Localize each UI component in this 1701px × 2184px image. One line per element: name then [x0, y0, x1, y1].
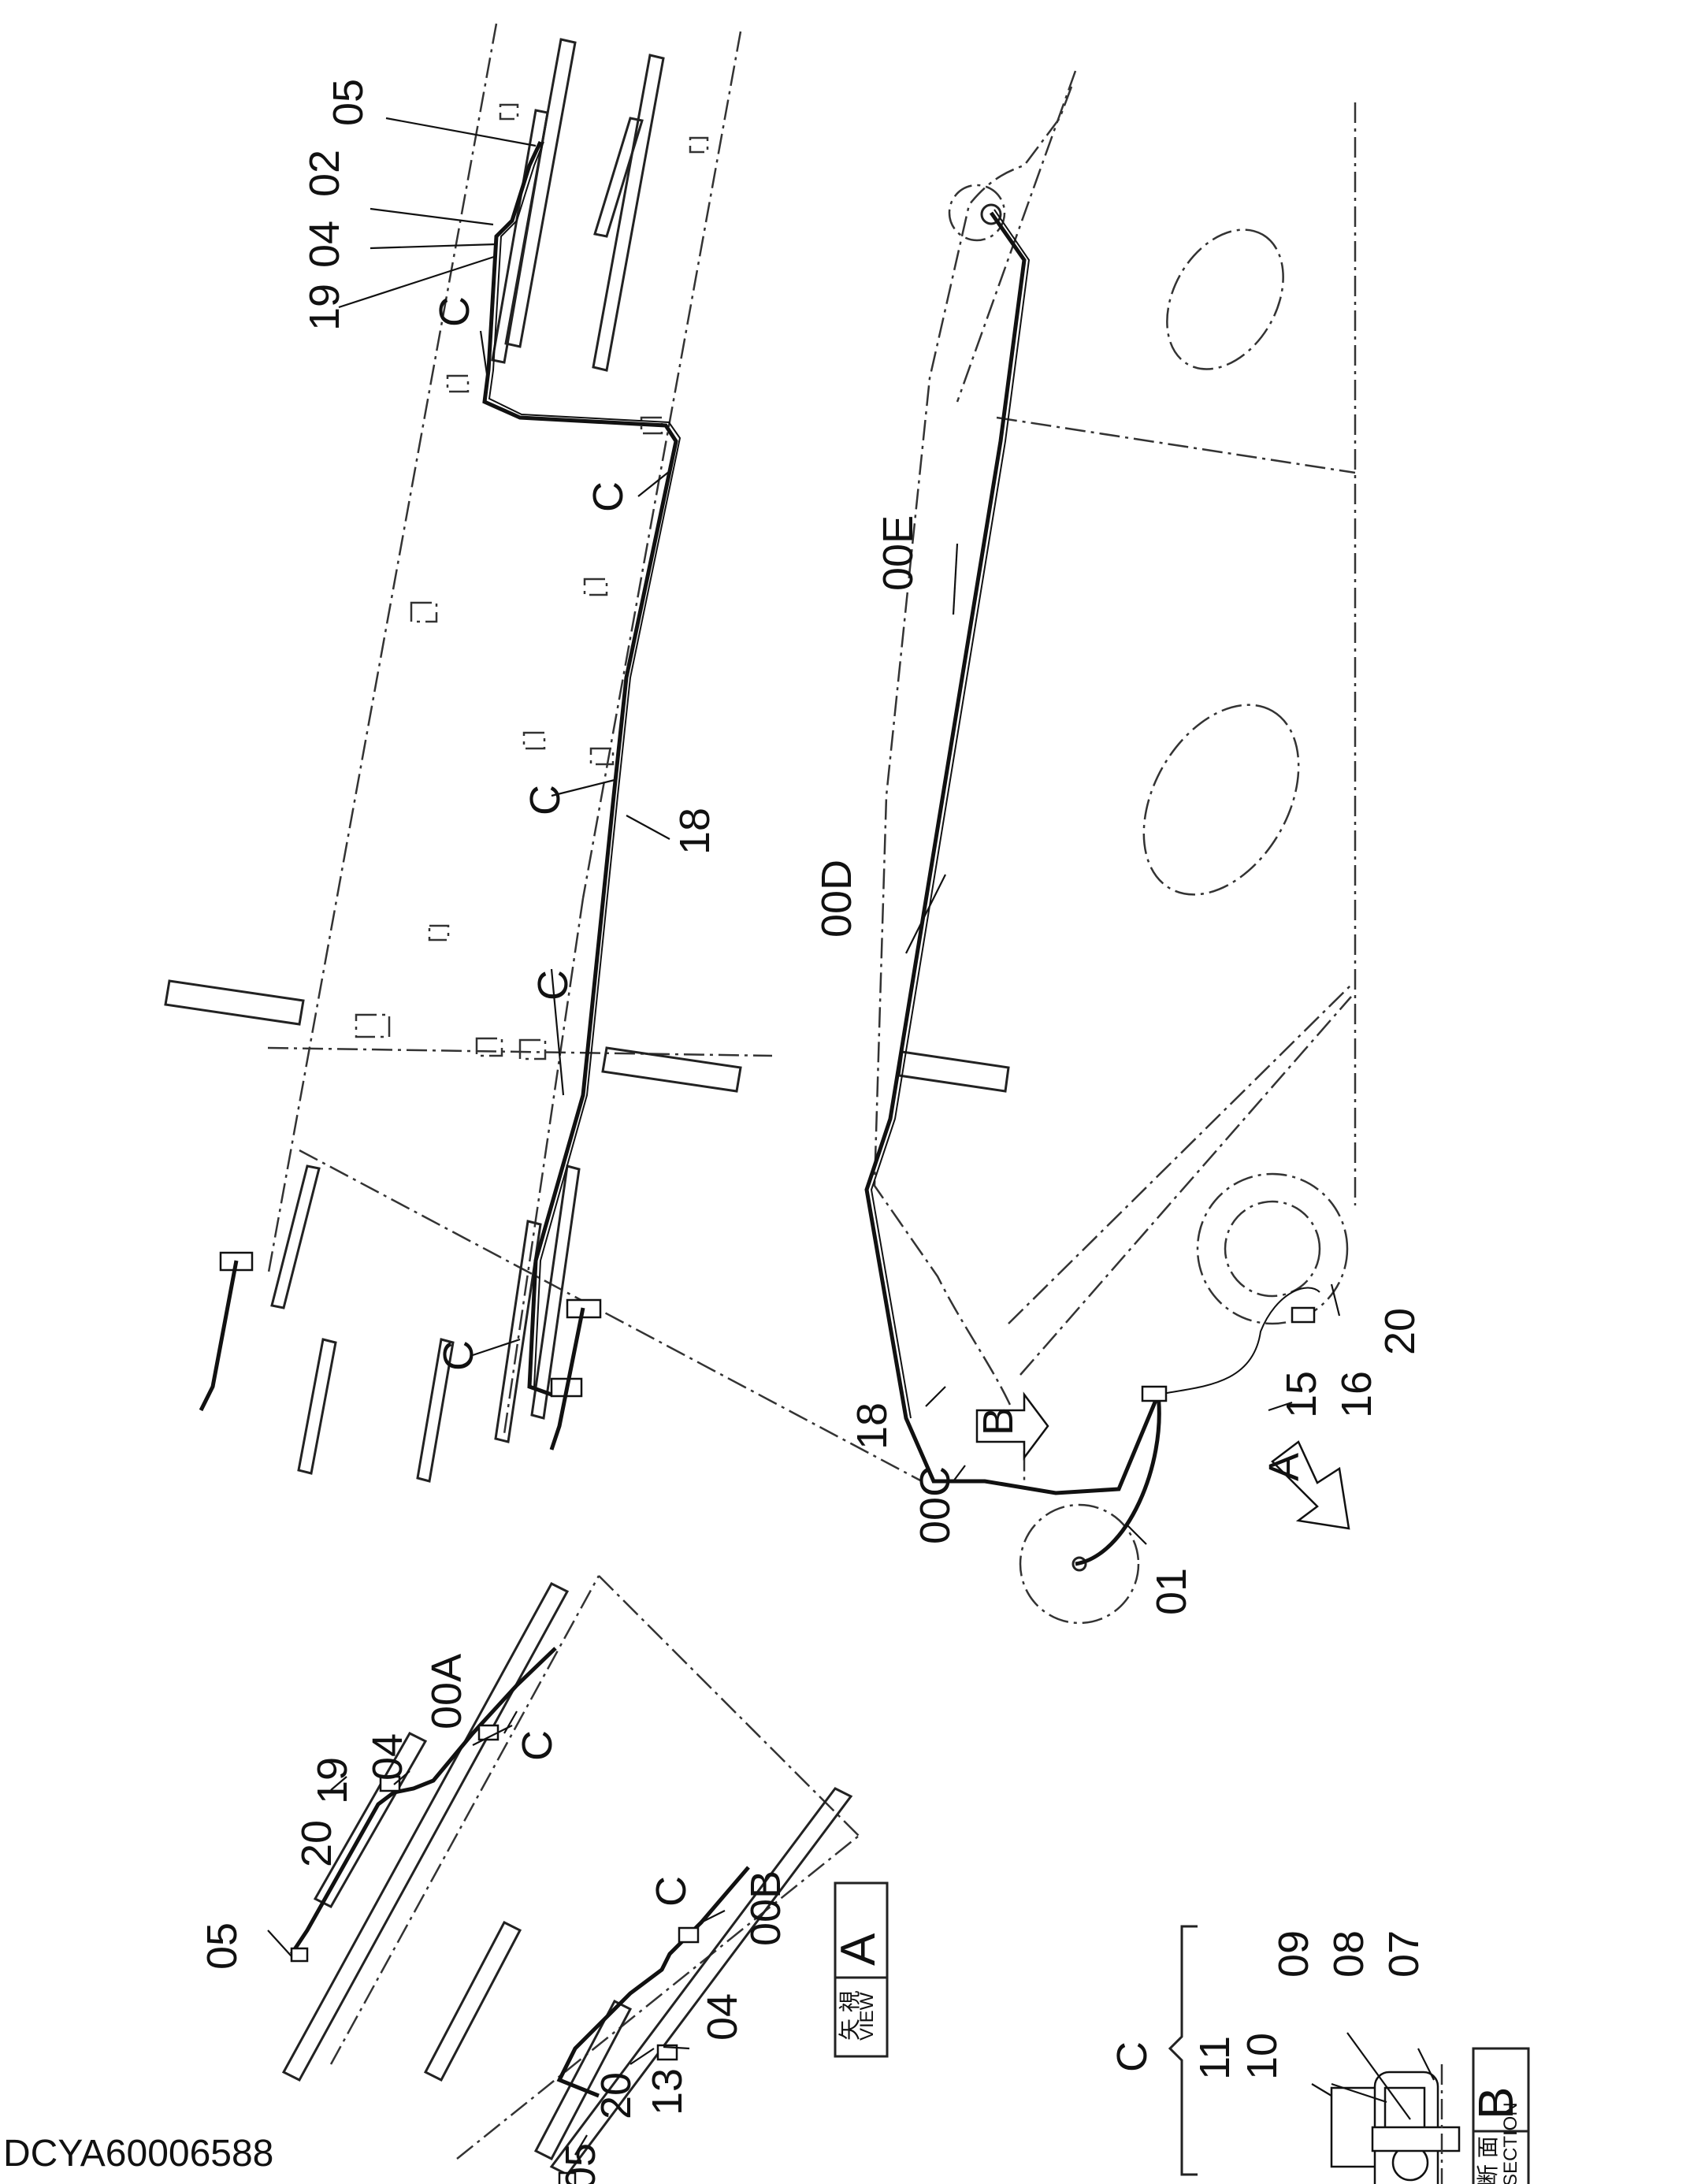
callout-18: 18 [671, 808, 719, 855]
callout-c: C [435, 1340, 482, 1371]
callout-c-detail: C [1109, 2041, 1156, 2072]
svg-text:A: A [831, 1933, 886, 1966]
callout-c: C [514, 1730, 561, 1761]
callout-19: 19 [309, 1757, 356, 1804]
svg-text:VIEW: VIEW [856, 1992, 878, 2041]
boom-foot-boss [1224, 1200, 1321, 1298]
svg-text:A: A [1261, 1453, 1308, 1481]
callout-04: 04 [301, 221, 348, 268]
section-arrow-b: B [975, 1391, 1049, 1461]
section-b-label: SECTION 断 面 B [1469, 2047, 1530, 2184]
callout-18-side: 18 [849, 1402, 896, 1450]
view-arrow-a: A [1261, 1440, 1350, 1530]
view-a-label: VIEW 矢 視 A [831, 1881, 889, 2058]
clamp-blocks [355, 103, 709, 1060]
callout-00c: 00C [912, 1466, 959, 1544]
boom-side-view: A B [864, 70, 1357, 1625]
callout-15: 15 [1278, 1371, 1325, 1418]
callout-05: 05 [325, 79, 372, 126]
callout-c: C [529, 970, 577, 1001]
callout-05: 05 [557, 2143, 604, 2184]
section-b-clamp [1330, 2064, 1461, 2184]
callout-11: 11 [1191, 2036, 1239, 2080]
callout-04: 04 [364, 1733, 411, 1781]
view-a-diagram: VIEW 矢 視 A [281, 1575, 889, 2184]
callout-20: 20 [1376, 1308, 1424, 1355]
callout-04: 04 [699, 1993, 746, 2041]
callout-01: 01 [1148, 1568, 1195, 1615]
callout-13: 13 [644, 2068, 691, 2115]
lower-pin-boss [1019, 1503, 1140, 1625]
end-fittings-top [199, 1251, 602, 1450]
callout-19: 19 [301, 284, 348, 331]
callout-c: C [431, 296, 478, 327]
callout-20: 20 [293, 1820, 340, 1867]
pipe-route-view-a-1 [289, 1647, 557, 1956]
callout-10: 10 [1239, 2033, 1286, 2080]
leader-lines [267, 117, 1435, 2156]
callout-16: 16 [1333, 1371, 1380, 1418]
pipe-route-side [864, 211, 1161, 1495]
callout-02: 02 [301, 150, 348, 197]
callout-08: 08 [1325, 1930, 1372, 1978]
callout-05: 05 [199, 1922, 246, 1970]
callout-00a: 00A [423, 1654, 470, 1729]
callout-c: C [648, 1876, 695, 1907]
callout-labels: 05 02 04 19 C C C 18 C C 00E 00D 18 00C … [199, 79, 1428, 2184]
hose-01 [1075, 1394, 1161, 1566]
svg-text:矢 視: 矢 視 [838, 1990, 862, 2041]
callout-00b: 00B [742, 1870, 789, 1946]
callout-20: 20 [592, 2072, 640, 2119]
svg-text:SECTION: SECTION [1500, 2102, 1521, 2184]
boom-plates [164, 38, 1010, 1483]
drawing-code: DCYA60006588 [3, 2133, 274, 2175]
lightening-hole-lower [1142, 704, 1300, 896]
callout-00e: 00E [875, 515, 922, 591]
pipe-route-top [482, 140, 678, 1397]
callout-c: C [585, 481, 632, 512]
callout-09: 09 [1270, 1930, 1317, 1978]
svg-text:B: B [1469, 2087, 1524, 2119]
callout-00d: 00D [813, 860, 860, 938]
lightening-hole-upper [1166, 228, 1284, 370]
callout-c: C [522, 785, 569, 815]
detail-c-section-b: SECTION 断 面 B [1168, 1925, 1530, 2184]
svg-text:断 面: 断 面 [1476, 2136, 1500, 2184]
boom-top-view [164, 23, 1010, 1483]
svg-text:B: B [975, 1407, 1022, 1436]
callout-07: 07 [1380, 1930, 1428, 1978]
